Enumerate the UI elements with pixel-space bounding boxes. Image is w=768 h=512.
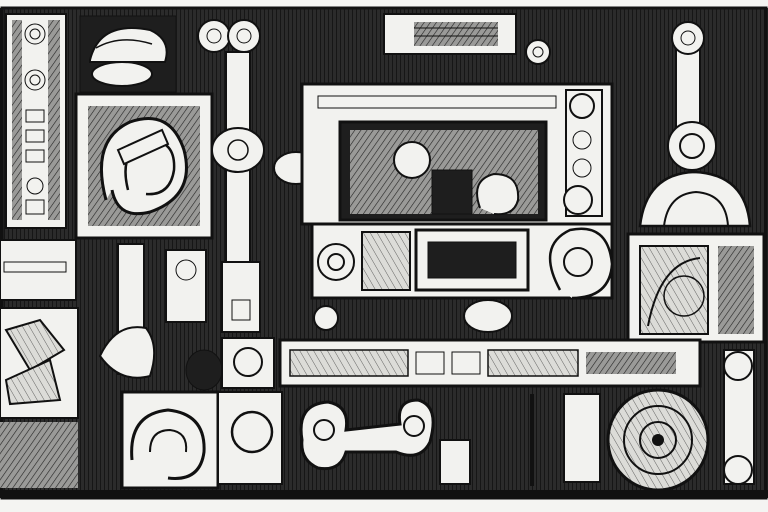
right-framed-panel xyxy=(626,232,766,344)
telephone-receiver xyxy=(299,393,601,486)
vertical-pipe-assembly xyxy=(197,19,319,333)
top-vent-box xyxy=(383,13,551,65)
right-pipe-and-dome xyxy=(638,21,752,228)
left-drawer-stack xyxy=(0,239,79,488)
long-console-shelf xyxy=(278,299,702,388)
left-ornament-column xyxy=(5,13,67,229)
framed-spiral-picture xyxy=(74,92,214,240)
radio-console xyxy=(310,222,614,300)
spiral-crate xyxy=(120,337,283,490)
helmet-shell-ornament xyxy=(79,15,177,93)
cone-pillar xyxy=(98,243,223,391)
central-tv-cabinet xyxy=(300,82,614,226)
floor-strip xyxy=(0,490,768,498)
